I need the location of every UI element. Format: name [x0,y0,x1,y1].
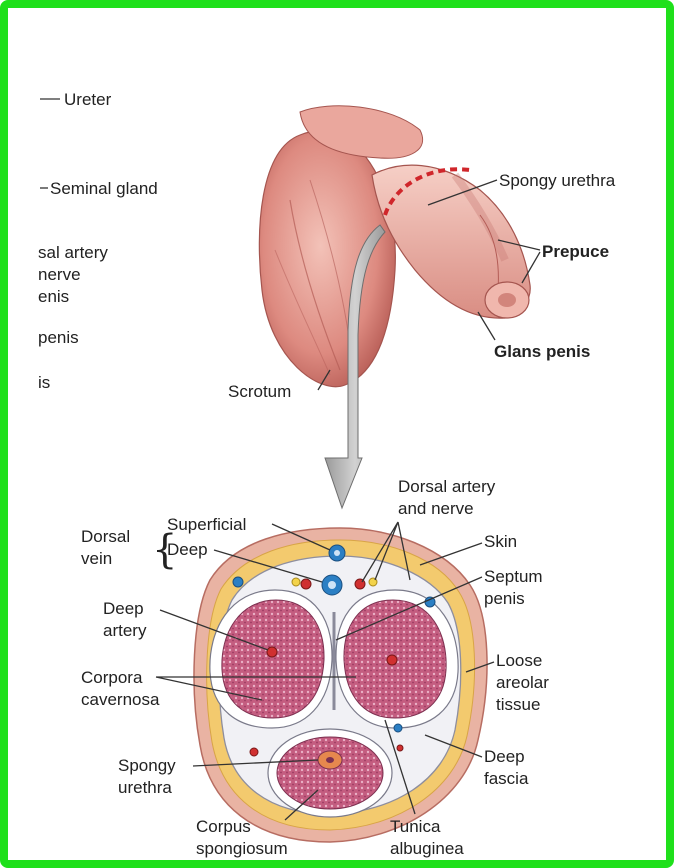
deep-artery-right [387,655,397,665]
glans-penis-label: Glans penis [494,342,590,361]
prepuce-label: Prepuce [542,242,609,261]
tunica-albuginea-label-2: albuginea [390,839,464,858]
dorsal-vein-label-1: Dorsal [81,527,130,546]
dorsal-artery-fragment-label: sal artery [38,243,108,262]
ureter-label: Ureter [64,90,112,109]
nerve-fragment-label: nerve [38,265,81,284]
corpus-spongiosum-label-1: Corpus [196,817,251,836]
tunica-albuginea-label-1: Tunica [390,817,441,836]
dorsal-vein-label-2: vein [81,549,112,568]
deep-fascia-label-1: Deep [484,747,525,766]
loose-areolar-label-1: Loose [496,651,542,670]
spongy-urethra-label-2: urethra [118,778,172,797]
deep-vein-label: Deep [167,540,208,559]
spongy-urethra-label-1: Spongy [118,756,176,775]
seminal-gland-label: Seminal gland [50,179,158,198]
skin-label: Skin [484,532,517,551]
dorsal-nerve-left [292,578,300,586]
deep-artery-left [267,647,277,657]
superficial-label: Superficial [167,515,246,534]
corpus-cavernosum-left [222,600,324,718]
septum-penis-label-2: penis [484,589,525,608]
is-fragment-label: is [38,373,50,392]
corpora-cavernosa-label-1: Corpora [81,668,143,687]
loose-areolar-label-2: areolar [496,673,549,692]
penis-fragment-label: enis [38,287,69,306]
corpus-spongiosum-label-2: spongiosum [196,839,288,858]
septum-penis-label-1: Septum [484,567,543,586]
penis-fragment-label-2: penis [38,328,79,347]
external-genitalia-illustration [259,106,530,508]
dorsal-artery-and-nerve-label-1: Dorsal artery [398,477,496,496]
scrotum-shape [259,131,395,387]
deep-fascia-label-2: fascia [484,769,529,788]
corpus-spongiosum [277,737,383,809]
deep-artery-label-2: artery [103,621,147,640]
corpora-cavernosa-label-2: cavernosa [81,690,160,709]
cross-section [194,528,487,842]
spongy-urethra-label-top: Spongy urethra [499,171,616,190]
deep-artery-label-1: Deep [103,599,144,618]
loose-areolar-label-3: tissue [496,695,540,714]
dorsal-artery-and-nerve-label-2: and nerve [398,499,474,518]
scrotum-label: Scrotum [228,382,291,401]
dorsal-artery-left [301,579,311,589]
